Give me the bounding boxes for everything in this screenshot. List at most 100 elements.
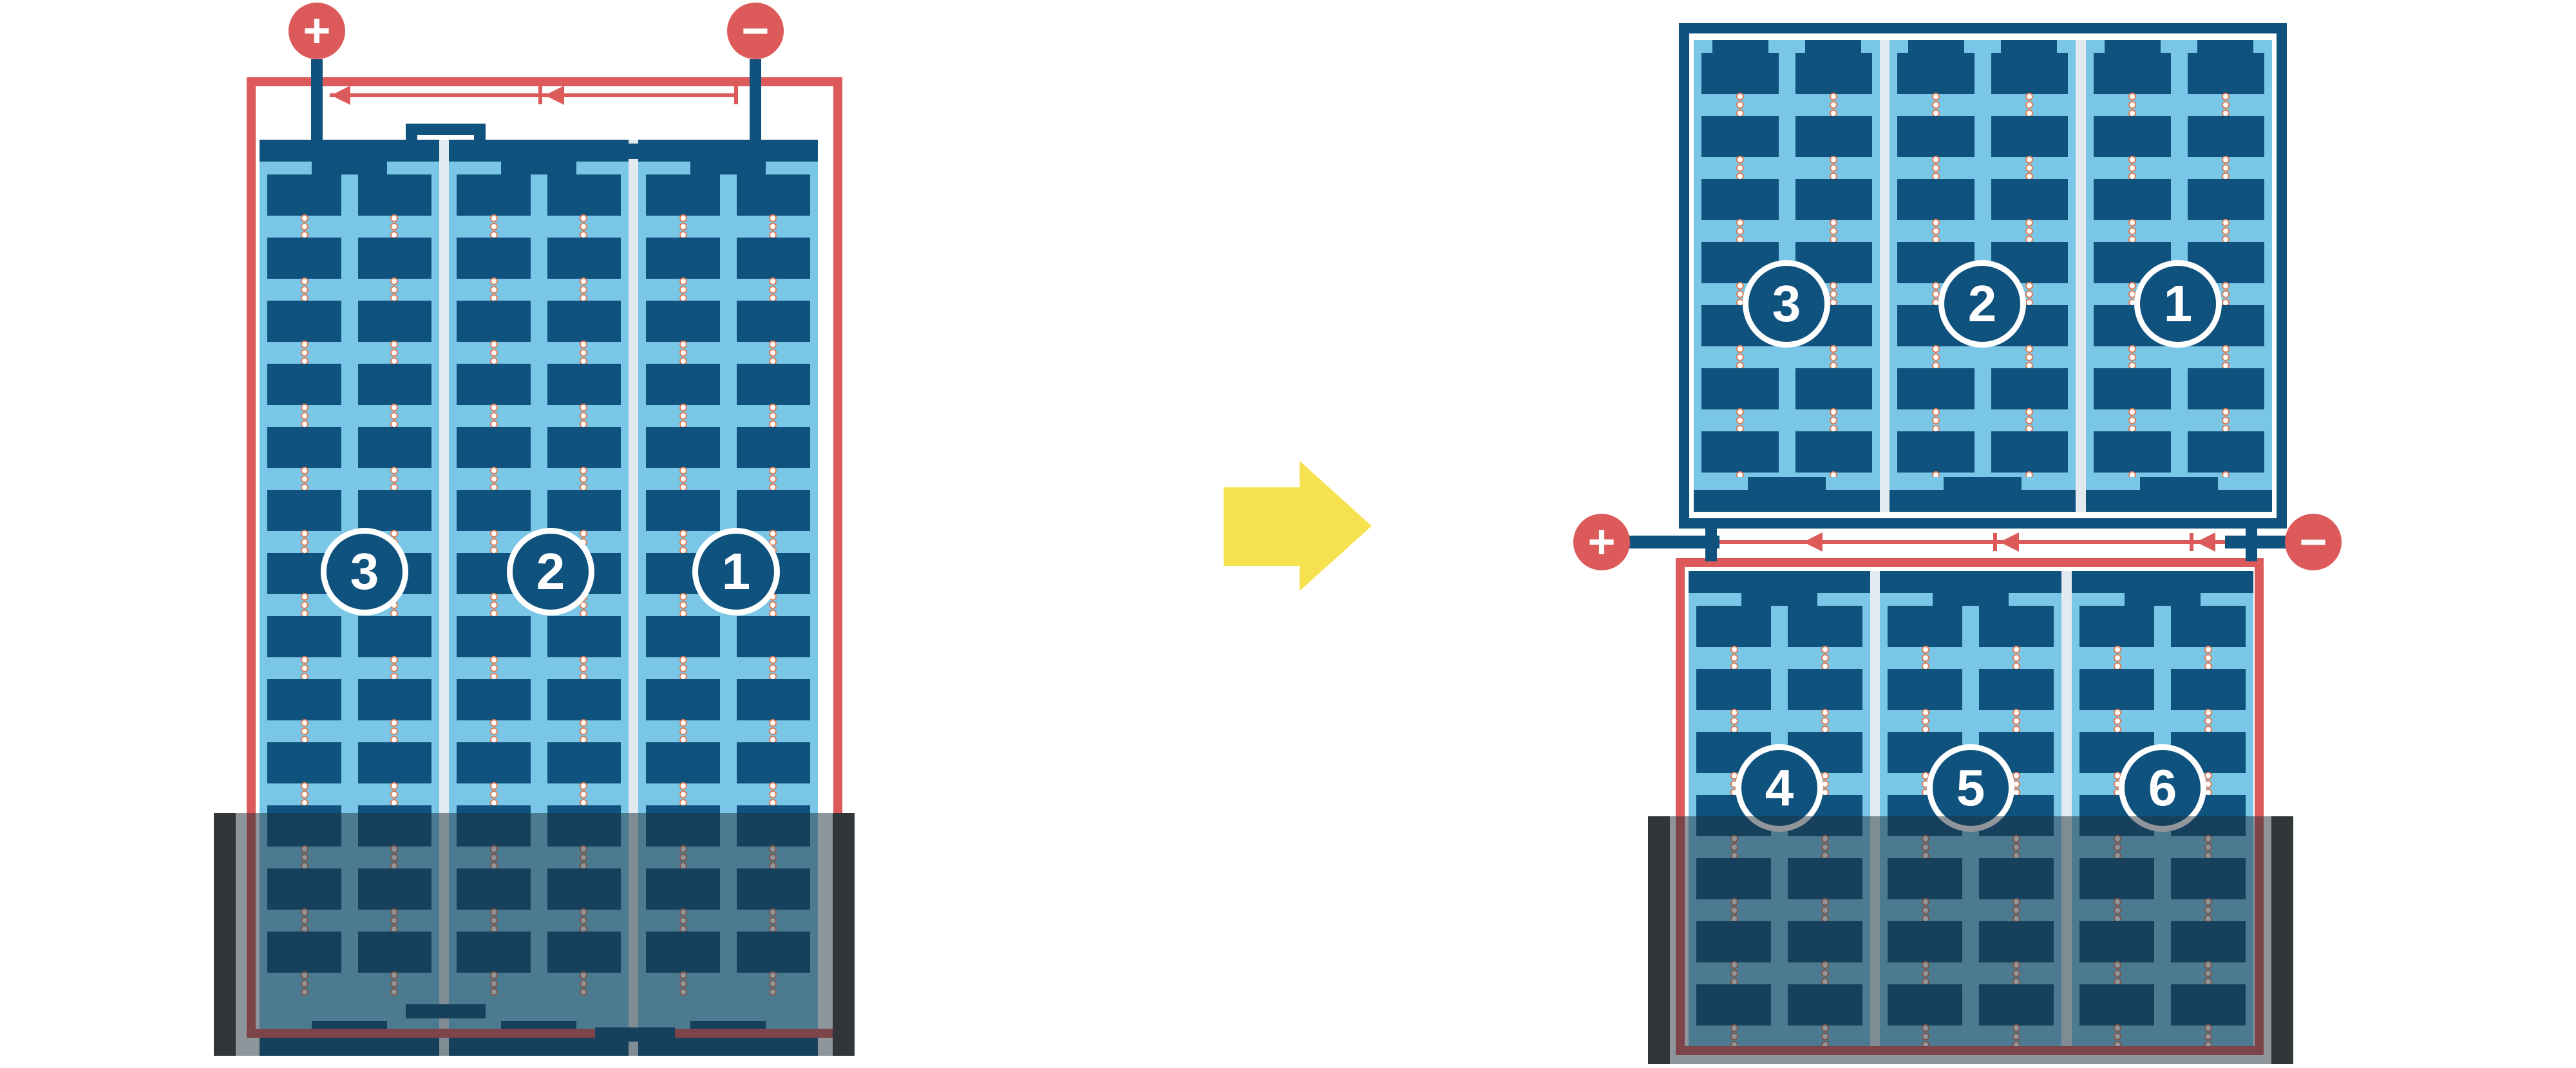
cell-row bbox=[1889, 179, 2076, 220]
bus-stub bbox=[2246, 547, 2257, 561]
solar-cell bbox=[267, 364, 341, 405]
contact-dot bbox=[392, 720, 397, 726]
solar-cell bbox=[1897, 431, 1975, 473]
contact-dot bbox=[2205, 782, 2211, 787]
contact-dot-cluster bbox=[1830, 473, 1836, 477]
contact-dot bbox=[680, 737, 686, 742]
cell-gap-row bbox=[260, 468, 439, 490]
solar-cell bbox=[357, 238, 431, 279]
cell-gap-row bbox=[2072, 647, 2253, 669]
contact-dot-cluster bbox=[1738, 409, 1743, 431]
contact-dot-cluster bbox=[1933, 94, 1939, 116]
cell-gap-row bbox=[449, 279, 629, 301]
contact-dot bbox=[392, 422, 397, 427]
contact-dot-cluster bbox=[491, 720, 497, 742]
contact-dot-cluster bbox=[770, 216, 776, 238]
solar-cell bbox=[2094, 53, 2171, 94]
arrow-body bbox=[1224, 487, 1300, 566]
contact-dot bbox=[581, 350, 587, 355]
contact-dot bbox=[680, 594, 686, 599]
cell-gap-row bbox=[449, 657, 629, 679]
contact-dot bbox=[2130, 409, 2136, 415]
contact-dot-cluster bbox=[301, 783, 307, 805]
current-tick bbox=[734, 86, 738, 104]
busbar-tab bbox=[2139, 477, 2219, 490]
cell-row bbox=[2086, 53, 2272, 94]
contact-dot bbox=[2114, 790, 2120, 795]
contact-dot-cluster bbox=[2013, 773, 2019, 795]
contact-dot bbox=[392, 224, 397, 229]
contact-dot bbox=[2130, 300, 2136, 305]
cell-gap-row bbox=[260, 657, 439, 679]
cell-gap-row bbox=[2072, 773, 2253, 795]
contact-dot-cluster bbox=[2205, 647, 2211, 669]
contact-dot bbox=[2130, 94, 2136, 99]
cell-row bbox=[638, 427, 818, 468]
contact-dot-cluster bbox=[2222, 94, 2228, 116]
cell-row bbox=[260, 174, 439, 216]
solar-cell bbox=[736, 427, 810, 468]
solar-cell bbox=[736, 616, 810, 657]
solar-cell bbox=[457, 490, 531, 531]
contact-dot bbox=[770, 279, 776, 284]
contact-dot bbox=[680, 359, 686, 364]
contact-dot bbox=[1822, 710, 1828, 715]
contact-dot bbox=[1933, 300, 1939, 305]
contact-dot bbox=[2205, 773, 2211, 778]
contact-dot-cluster bbox=[581, 216, 587, 238]
contact-dot bbox=[2026, 94, 2032, 99]
contact-dot bbox=[581, 405, 587, 410]
cell-gap-row bbox=[2086, 157, 2272, 179]
contact-dot-cluster bbox=[1933, 220, 1939, 242]
minus-terminal-label: − bbox=[2299, 515, 2327, 568]
contact-dot-cluster bbox=[2114, 710, 2120, 732]
contact-dot bbox=[1830, 111, 1836, 116]
contact-dot bbox=[581, 657, 587, 662]
contact-dot-cluster bbox=[770, 594, 776, 616]
solar-cell bbox=[2094, 179, 2171, 220]
string-number: 6 bbox=[2148, 759, 2177, 816]
plus-lead-wire bbox=[311, 59, 323, 155]
contact-dot bbox=[1830, 426, 1836, 431]
contact-dot bbox=[581, 800, 587, 805]
cell-tab-row bbox=[2086, 40, 2272, 53]
contact-dot bbox=[2013, 655, 2019, 660]
bus-stub bbox=[1705, 547, 1717, 561]
string-number: 1 bbox=[721, 543, 751, 600]
cell-gap-row bbox=[449, 783, 629, 805]
contact-dot-cluster bbox=[301, 531, 307, 553]
contact-dot-cluster bbox=[2222, 283, 2228, 305]
cell-gap-row bbox=[2072, 710, 2253, 732]
contact-dot bbox=[1822, 790, 1828, 795]
contact-dot bbox=[1822, 727, 1828, 732]
cell-gap-row bbox=[1889, 283, 2076, 305]
contact-dot bbox=[2026, 409, 2032, 415]
contact-dot-cluster bbox=[2222, 157, 2228, 179]
solar-cell bbox=[1888, 669, 1962, 710]
contact-dot-cluster bbox=[770, 468, 776, 490]
contact-dot-cluster bbox=[491, 531, 497, 553]
contact-dot bbox=[301, 287, 307, 292]
contact-dot bbox=[2026, 220, 2032, 225]
contact-dot bbox=[2222, 220, 2228, 225]
contact-dot bbox=[392, 232, 397, 238]
current-tick bbox=[1993, 533, 1997, 551]
cell-gap-row bbox=[1694, 346, 1880, 368]
contact-dot bbox=[581, 359, 587, 364]
contact-dot bbox=[2222, 111, 2228, 116]
contact-dot bbox=[491, 216, 497, 221]
contact-dot bbox=[301, 666, 307, 671]
contact-dot bbox=[301, 548, 307, 553]
contact-dot bbox=[770, 783, 776, 789]
contact-dot bbox=[1922, 718, 1928, 724]
solar-cell bbox=[357, 364, 431, 405]
busbar-tab bbox=[500, 162, 577, 174]
cell-gap-row bbox=[2086, 283, 2272, 305]
contact-dot bbox=[581, 216, 587, 221]
shade-overlay bbox=[214, 813, 855, 1056]
contact-dot bbox=[392, 287, 397, 292]
contact-dot-cluster bbox=[2130, 283, 2136, 305]
contact-dot bbox=[1933, 473, 1939, 477]
contact-dot bbox=[2013, 718, 2019, 724]
contact-dot bbox=[2026, 237, 2032, 242]
